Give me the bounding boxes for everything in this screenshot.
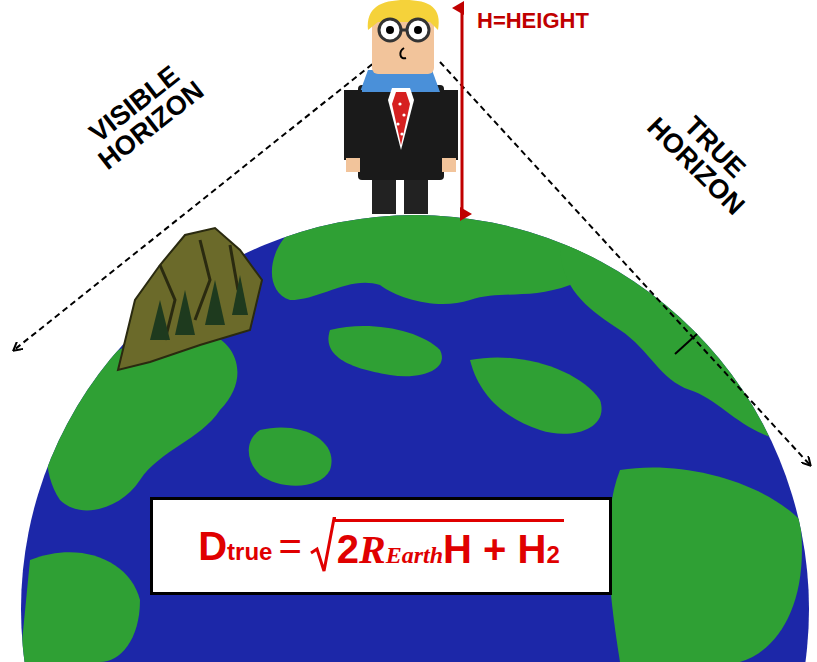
true-horizon-line [440,62,810,465]
horizon-label: VISIBLE HORIZON [67,48,218,183]
earth-globe [20,214,809,662]
radicand: 2REarthH + H2 [335,519,564,573]
tangent-tick [675,334,697,354]
radical-sign [310,517,336,575]
formula-text: 2 [546,541,559,569]
formula-text: 2 [337,527,359,572]
formula-text: H + H [443,527,546,572]
mountain [118,228,262,370]
height-label: H=HEIGHT [477,8,589,34]
formula-text: R [359,526,386,573]
height-arrow [461,8,464,214]
formula-text: Earth [386,542,443,569]
man-figure [344,0,458,214]
formula-text: = [278,524,301,569]
formula-row: Dtrue=2REarthH + H2 [198,517,564,575]
formula-text: D [198,524,227,569]
horizon-label: TRUE HORIZON [640,92,770,222]
formula-box: Dtrue=2REarthH + H2 [150,497,612,595]
formula-text: true [227,538,272,566]
